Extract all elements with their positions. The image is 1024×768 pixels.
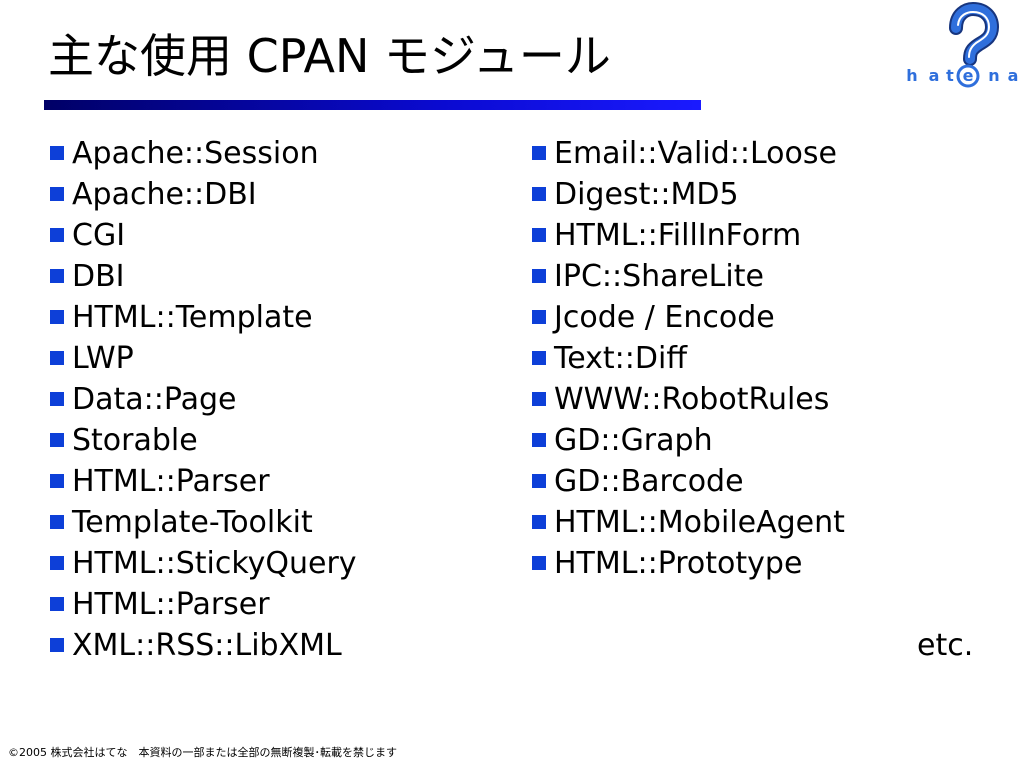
square-bullet-icon bbox=[532, 310, 546, 324]
list-item: HTML::StickyQuery bbox=[50, 543, 357, 584]
square-bullet-icon bbox=[532, 392, 546, 406]
etc-note: etc. bbox=[917, 628, 974, 663]
list-item: Apache::Session bbox=[50, 133, 357, 174]
module-name: HTML::Prototype bbox=[554, 546, 803, 581]
logo-letter: a bbox=[1008, 66, 1019, 85]
square-bullet-icon bbox=[50, 433, 64, 447]
square-bullet-icon bbox=[532, 187, 546, 201]
module-name: Storable bbox=[72, 423, 198, 458]
list-item: GD::Barcode bbox=[532, 461, 845, 502]
logo-letter: h bbox=[906, 66, 917, 85]
square-bullet-icon bbox=[532, 228, 546, 242]
module-name: HTML::Parser bbox=[72, 587, 270, 622]
module-name: Data::Page bbox=[72, 382, 237, 417]
square-bullet-icon bbox=[50, 638, 64, 652]
list-item: HTML::FillInForm bbox=[532, 215, 845, 256]
module-name: GD::Graph bbox=[554, 423, 713, 458]
module-name: Apache::DBI bbox=[72, 177, 257, 212]
list-item: Apache::DBI bbox=[50, 174, 357, 215]
module-name: Jcode / Encode bbox=[554, 300, 775, 335]
slide-title: 主な使用 CPAN モジュール bbox=[48, 29, 611, 83]
list-item: DBI bbox=[50, 256, 357, 297]
module-name: DBI bbox=[72, 259, 125, 294]
module-name: IPC::ShareLite bbox=[554, 259, 764, 294]
square-bullet-icon bbox=[532, 269, 546, 283]
square-bullet-icon bbox=[50, 351, 64, 365]
square-bullet-icon bbox=[50, 515, 64, 529]
square-bullet-icon bbox=[50, 146, 64, 160]
module-name: Template-Toolkit bbox=[72, 505, 313, 540]
list-item: GD::Graph bbox=[532, 420, 845, 461]
square-bullet-icon bbox=[50, 392, 64, 406]
list-item: Digest::MD5 bbox=[532, 174, 845, 215]
square-bullet-icon bbox=[50, 310, 64, 324]
square-bullet-icon bbox=[50, 228, 64, 242]
module-name: HTML::Template bbox=[72, 300, 313, 335]
list-item: HTML::MobileAgent bbox=[532, 502, 845, 543]
question-mark-icon bbox=[949, 2, 999, 66]
logo-letter: t bbox=[946, 66, 954, 85]
logo-letter: n bbox=[988, 66, 999, 85]
square-bullet-icon bbox=[532, 146, 546, 160]
square-bullet-icon bbox=[50, 269, 64, 283]
list-item: IPC::ShareLite bbox=[532, 256, 845, 297]
square-bullet-icon bbox=[532, 433, 546, 447]
list-item: LWP bbox=[50, 338, 357, 379]
copyright-footer: ©2005 株式会社はてな 本資料の一部または全部の無断複製･転載を禁じます bbox=[8, 746, 397, 759]
list-item: Email::Valid::Loose bbox=[532, 133, 845, 174]
square-bullet-icon bbox=[50, 597, 64, 611]
logo-letter: a bbox=[929, 66, 940, 85]
list-item: HTML::Template bbox=[50, 297, 357, 338]
list-item: Jcode / Encode bbox=[532, 297, 845, 338]
square-bullet-icon bbox=[50, 187, 64, 201]
logo-letter: e bbox=[963, 66, 974, 85]
list-item: HTML::Parser bbox=[50, 584, 357, 625]
list-item: HTML::Prototype bbox=[532, 543, 845, 584]
module-name: Digest::MD5 bbox=[554, 177, 739, 212]
square-bullet-icon bbox=[50, 556, 64, 570]
hatena-logo: h a t e n a bbox=[906, 2, 1019, 88]
module-list-left: Apache::Session Apache::DBI CGI DBI HTML… bbox=[50, 133, 357, 666]
module-name: Text::Diff bbox=[554, 341, 687, 376]
module-name: CGI bbox=[72, 218, 126, 253]
module-name: HTML::MobileAgent bbox=[554, 505, 845, 540]
list-item: Template-Toolkit bbox=[50, 502, 357, 543]
list-item: CGI bbox=[50, 215, 357, 256]
list-item: Text::Diff bbox=[532, 338, 845, 379]
module-name: Email::Valid::Loose bbox=[554, 136, 837, 171]
module-name: XML::RSS::LibXML bbox=[72, 628, 342, 663]
square-bullet-icon bbox=[532, 515, 546, 529]
title-underline-bar bbox=[44, 100, 701, 110]
module-name: HTML::FillInForm bbox=[554, 218, 802, 253]
square-bullet-icon bbox=[50, 474, 64, 488]
module-name: LWP bbox=[72, 341, 134, 376]
module-name: GD::Barcode bbox=[554, 464, 744, 499]
list-item: WWW::RobotRules bbox=[532, 379, 845, 420]
list-item: XML::RSS::LibXML bbox=[50, 625, 357, 666]
square-bullet-icon bbox=[532, 351, 546, 365]
module-name: WWW::RobotRules bbox=[554, 382, 830, 417]
square-bullet-icon bbox=[532, 474, 546, 488]
module-list-right: Email::Valid::Loose Digest::MD5 HTML::Fi… bbox=[532, 133, 845, 584]
list-item: HTML::Parser bbox=[50, 461, 357, 502]
list-item: Storable bbox=[50, 420, 357, 461]
square-bullet-icon bbox=[532, 556, 546, 570]
module-name: Apache::Session bbox=[72, 136, 319, 171]
module-name: HTML::StickyQuery bbox=[72, 546, 357, 581]
question-mark-dot-ring bbox=[956, 64, 980, 88]
module-name: HTML::Parser bbox=[72, 464, 270, 499]
list-item: Data::Page bbox=[50, 379, 357, 420]
